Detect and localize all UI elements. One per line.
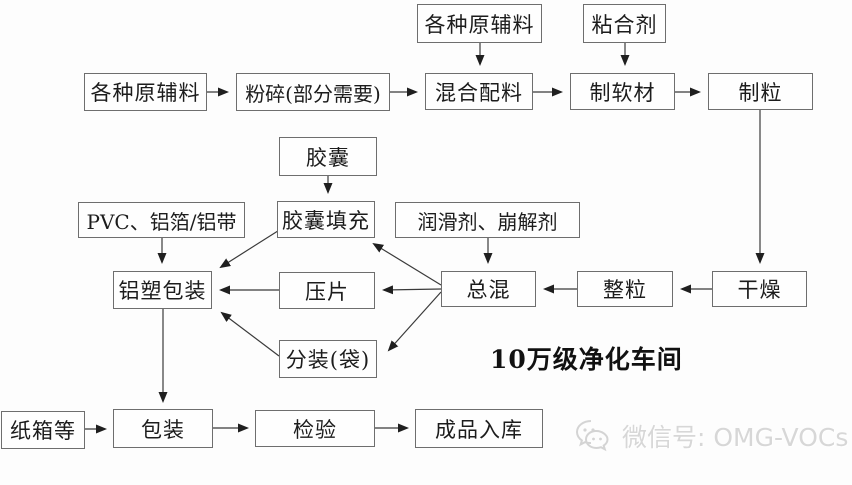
node-packing: 包装	[113, 409, 213, 448]
node-granulation: 制粒	[708, 73, 813, 110]
node-raw-materials-top: 各种原辅料	[417, 4, 542, 43]
node-capsule-filling: 胶囊填充	[277, 201, 375, 238]
node-inspection: 检验	[255, 410, 375, 447]
node-pvc-foil: PVC、铝箔/铝带	[78, 202, 245, 238]
node-tablet-pressing: 压片	[279, 272, 375, 309]
wechat-icon	[575, 420, 609, 452]
node-crushing: 粉碎(部分需要)	[236, 73, 390, 111]
node-bagging: 分装(袋)	[279, 340, 377, 378]
arrow-bag-to-blister	[220, 311, 280, 357]
arrow-fill-to-blister	[219, 228, 282, 269]
clean-room-label: 10万级净化车间	[490, 345, 683, 374]
node-drying: 干燥	[712, 271, 807, 307]
node-binder: 粘合剂	[583, 4, 666, 43]
watermark-text: 微信号: OMG-VOCs	[622, 423, 849, 452]
node-mixing: 混合配料	[425, 73, 533, 110]
node-cartons: 纸箱等	[1, 411, 85, 449]
node-soft-material: 制软材	[570, 73, 675, 110]
node-lubricant-disintegrant: 润滑剂、崩解剂	[395, 202, 580, 238]
node-final-mixing: 总混	[441, 271, 536, 307]
node-capsule: 胶囊	[279, 137, 377, 176]
node-blister-packaging: 铝塑包装	[113, 271, 212, 309]
node-granule-sizing: 整粒	[577, 271, 673, 307]
watermark: 微信号: OMG-VOCs	[574, 414, 848, 458]
arrow-finalmix-to-bag	[387, 291, 442, 352]
arrow-finalmix-to-fill	[372, 242, 442, 286]
node-finished-warehouse: 成品入库	[415, 409, 543, 448]
arrow-finalmix-to-press	[382, 285, 442, 295]
node-raw-materials-left: 各种原辅料	[84, 73, 207, 111]
